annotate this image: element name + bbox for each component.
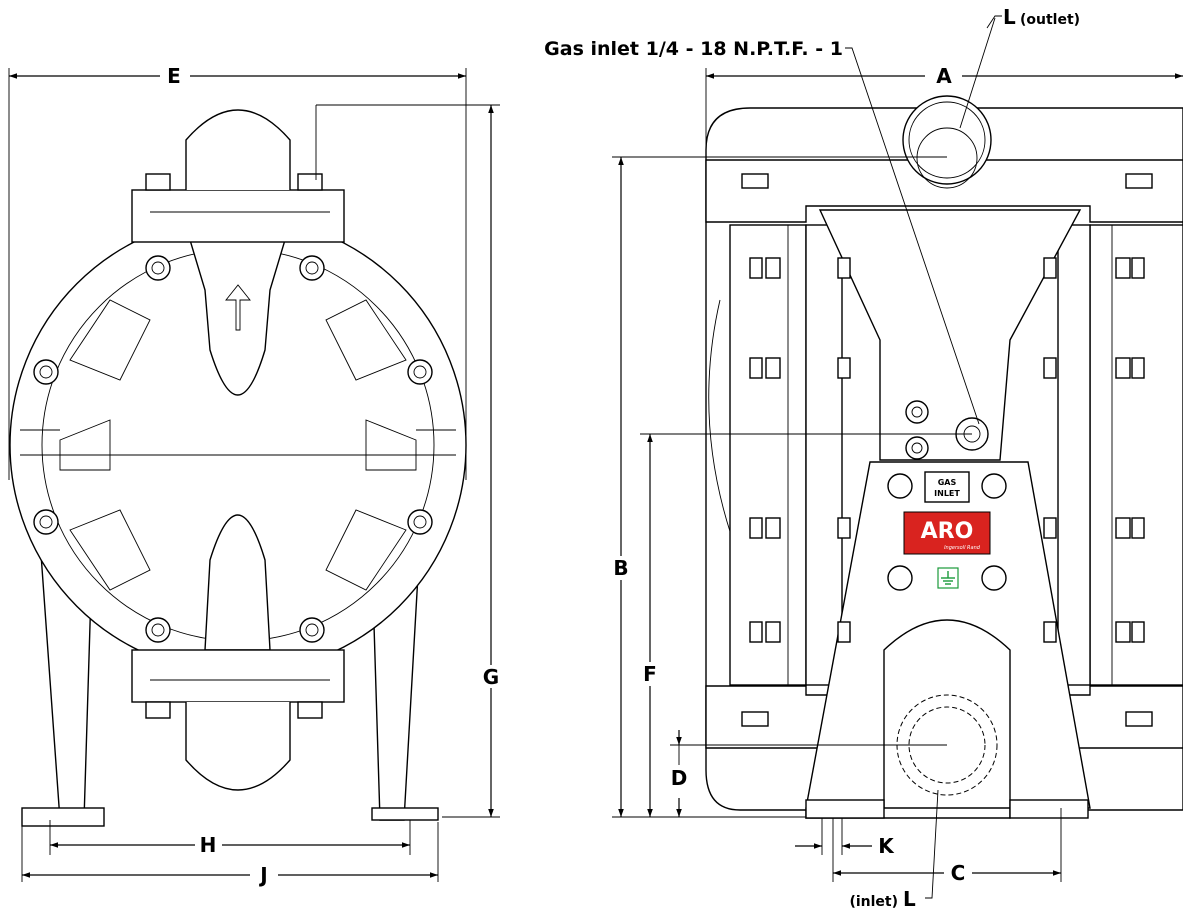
ground-symbol-icon bbox=[937, 567, 959, 589]
dim-label-K: K bbox=[878, 834, 895, 858]
gas-plate-line1: GAS bbox=[938, 478, 957, 487]
aro-logo-sub: Ingersoll Rand bbox=[944, 545, 981, 551]
up-arrow-icon bbox=[225, 284, 251, 331]
chamber-studs bbox=[741, 173, 1153, 727]
inlet-callout-text: (inlet) bbox=[849, 894, 898, 910]
aro-logo-text: ARO bbox=[921, 519, 974, 544]
dim-label-D: D bbox=[671, 766, 688, 790]
side-view-dimensions bbox=[8, 68, 500, 882]
gas-plate-line2: INLET bbox=[934, 489, 960, 498]
gas-inlet-callout: Gas inlet 1/4 - 18 N.P.T.F. - 1 bbox=[544, 38, 843, 60]
aro-logo-badge bbox=[903, 511, 991, 555]
gas-inlet-plate bbox=[924, 471, 970, 503]
body-ribs bbox=[20, 299, 456, 591]
dim-label-H: H bbox=[200, 833, 217, 857]
hex-nuts bbox=[33, 255, 433, 643]
dim-label-A: A bbox=[936, 64, 952, 88]
outlet-callout-text: (outlet) bbox=[1020, 12, 1080, 28]
dim-label-F: F bbox=[643, 662, 657, 686]
inlet-callout-letter: L bbox=[903, 887, 916, 911]
dim-label-J: J bbox=[258, 863, 267, 887]
front-view-dimensions bbox=[612, 15, 1183, 899]
dim-label-E: E bbox=[167, 64, 181, 88]
dim-label-B: B bbox=[613, 556, 628, 580]
dim-label-C: C bbox=[951, 861, 966, 885]
dim-label-G: G bbox=[483, 665, 499, 689]
outlet-callout-letter: L bbox=[1003, 5, 1016, 29]
side-view bbox=[9, 109, 467, 827]
front-view: GAS INLET ARO Ingersoll Rand bbox=[705, 95, 1183, 819]
